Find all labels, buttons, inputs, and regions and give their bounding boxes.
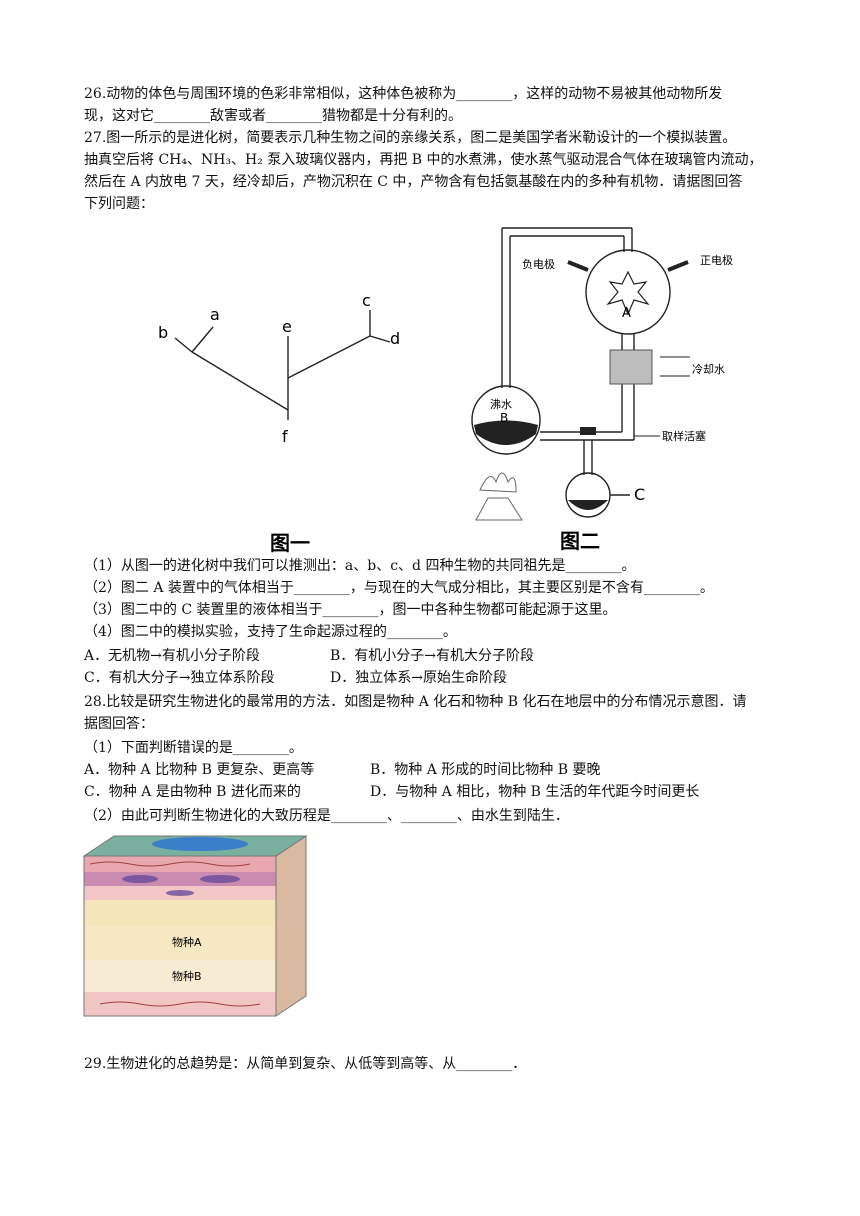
tree-label-c: c	[362, 291, 371, 310]
flask-c-label: C	[634, 485, 645, 504]
tree-label-a: a	[210, 305, 220, 324]
strata-diagram: 物种A 物种B	[82, 835, 308, 1017]
evolution-tree-figure: a b c d e f 图一	[158, 291, 400, 555]
q29-text: 29.生物进化的总趋势是：从简单到复杂、从低等到高等、从________．	[84, 1056, 527, 1072]
species-b-label: 物种B	[172, 969, 202, 983]
miller-apparatus-figure: 负电极 正电极 A 冷却水 沸水 B 取样活塞 C 图二	[471, 227, 733, 553]
q28-intro2: 据图回答：	[84, 716, 154, 732]
sampling-valve-label: 取样活塞	[662, 429, 706, 443]
tree-label-e: e	[282, 317, 292, 336]
q27-sub1: （1）从图一的进化树中我们可以推测出：a、b、c、d 四种生物的共同祖先是___…	[84, 558, 636, 574]
q27-option-d: D．独立体系→原始生命阶段	[330, 670, 507, 686]
figure1-caption: 图一	[270, 531, 310, 555]
q28-sub2: （2）由此可判断生物进化的大致历程是________、________、由水生到…	[84, 808, 569, 824]
q27-sub2: （2）图二 A 装置中的气体相当于________，与现在的大气成分相比，其主要…	[84, 580, 714, 596]
tree-label-f: f	[282, 427, 288, 446]
q27-option-c: C．有机大分子→独立体系阶段	[84, 670, 275, 686]
q27-sub3: （3）图二中的 C 装置里的液体相当于________，图一中各种生物都可能起源…	[84, 602, 617, 618]
species-a-label: 物种A	[172, 935, 202, 949]
q27-option-a: A．无机物→有机小分子阶段	[84, 648, 260, 664]
q28-intro1: 28.比较是研究生物进化的最常用的方法．如图是物种 A 化石和物种 B 化石在地…	[84, 694, 747, 710]
q28-sub1: （1）下面判断错误的是________。	[84, 740, 303, 756]
q28-option-c: C．物种 A 是由物种 B 进化而来的	[84, 784, 301, 800]
q26-line2: 现，这对它________敌害或者________猎物都是十分有利的。	[84, 108, 462, 124]
boiling-water-label: 沸水	[490, 398, 512, 411]
q27-option-b: B．有机小分子→有机大分子阶段	[330, 648, 535, 664]
tree-label-b: b	[158, 323, 168, 342]
q27-sub4: （4）图二中的模拟实验，支持了生命起源过程的________。	[84, 624, 457, 640]
positive-electrode-label: 正电极	[700, 253, 733, 267]
cooling-water-label: 冷却水	[692, 363, 725, 376]
q26-line1: 26.动物的体色与周围环境的色彩非常相似，这种体色被称为________，这样的…	[84, 86, 723, 102]
q27-intro3: 然后在 A 内放电 7 天，经冷却后，产物沉积在 C 中，产物含有包括氨基酸在内…	[84, 174, 743, 190]
q27-intro2: 抽真空后将 CH₄、NH₃、H₂ 泵入玻璃仪器内，再把 B 中的水煮沸，使水蒸气…	[84, 152, 763, 168]
q28-option-a: A．物种 A 比物种 B 更复杂、更高等	[84, 762, 315, 778]
chamber-a-label: A	[622, 306, 631, 321]
negative-electrode-label: 负电极	[522, 257, 555, 271]
q27-intro1: 27.图一所示的是进化树，简要表示几种生物之间的亲缘关系，图二是美国学者米勒设计…	[84, 130, 737, 146]
q28-option-d: D．与物种 A 相比，物种 B 生活的年代距今时间更长	[370, 784, 700, 800]
q28-option-b: B．物种 A 形成的时间比物种 B 要晚	[370, 762, 601, 778]
tree-label-d: d	[390, 329, 400, 348]
figure2-caption: 图二	[560, 529, 600, 553]
q27-intro4: 下列问题：	[84, 196, 154, 212]
flask-b-label: B	[500, 411, 508, 425]
